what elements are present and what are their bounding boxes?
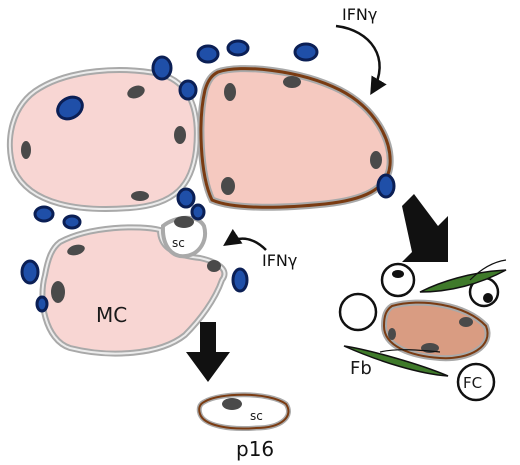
nucleus [388, 328, 396, 340]
immune-cell [35, 295, 49, 313]
ifng-signal-middle: IFNγ [223, 228, 297, 270]
nucleus [224, 83, 236, 101]
label-fc: FC [463, 374, 482, 392]
immune-cell [376, 173, 396, 199]
damaged-fiber-top-right [197, 65, 394, 211]
nucleus [21, 141, 31, 159]
immune-cell [231, 267, 249, 293]
nucleus [483, 293, 493, 303]
immune-cell [226, 39, 250, 57]
label-sc-main: sc [172, 236, 185, 250]
healthy-fiber-top-left [6, 67, 200, 213]
fibroblast [343, 345, 449, 377]
fibroblast [469, 259, 507, 281]
label-ifng-mid: IFNγ [262, 251, 297, 270]
immune-cell [33, 205, 55, 223]
senescent-satellite-cell: sc p16 [196, 392, 291, 461]
arrow-to-senescence [186, 322, 230, 382]
fc-cell [456, 362, 496, 402]
immune-cell [56, 95, 84, 121]
nucleus [131, 191, 149, 201]
label-sc-small: sc [250, 409, 263, 423]
muscle-fiber-mc: MC [39, 224, 228, 357]
immune-cell [293, 42, 319, 62]
nucleus [370, 151, 382, 169]
immune-cell [178, 79, 198, 101]
label-ifng-top: IFNγ [342, 5, 377, 24]
satellite-cell: sc [160, 215, 207, 259]
nucleus [283, 76, 301, 88]
immune-cell [176, 187, 196, 209]
cell-outline [338, 292, 378, 332]
arrow-to-fibrosis [402, 194, 448, 262]
ifng-signal-top: IFNγ [335, 5, 387, 96]
immune-cell [62, 214, 82, 230]
nucleus [459, 317, 473, 327]
nucleus [67, 244, 85, 256]
nucleus [221, 177, 235, 195]
nucleus [207, 260, 221, 272]
nucleus [174, 126, 186, 144]
immune-cell [20, 259, 40, 285]
cell-outline [380, 262, 416, 298]
immune-cell [196, 44, 220, 64]
nucleus [174, 216, 194, 228]
label-p16: p16 [236, 437, 274, 461]
fibrotic-region: Fb FC [338, 259, 507, 402]
nucleus [392, 270, 404, 278]
nucleus [222, 398, 242, 410]
fibroblast [419, 269, 507, 293]
nucleus [127, 85, 145, 99]
immune-cell [190, 203, 206, 221]
nucleus [51, 281, 65, 303]
immune-cells [20, 39, 396, 313]
label-fb: Fb [350, 358, 372, 379]
fibroblast [379, 349, 441, 353]
label-mc: MC [96, 303, 127, 327]
immune-cell [151, 55, 173, 81]
